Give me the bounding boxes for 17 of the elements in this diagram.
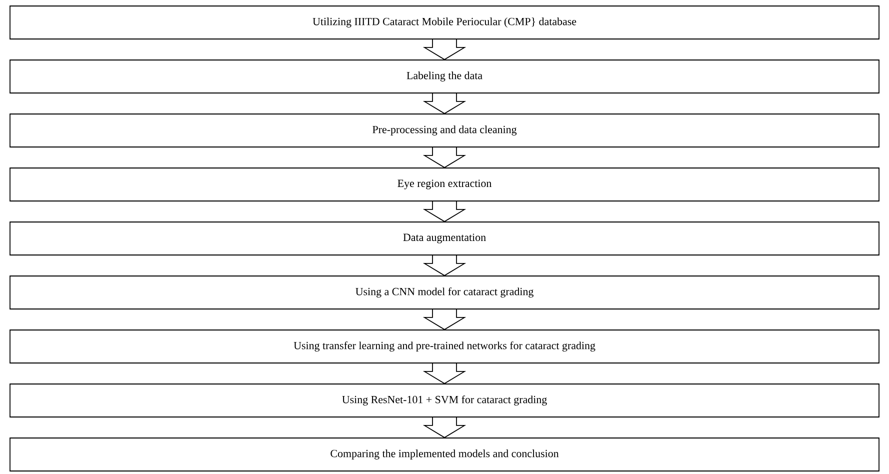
block-arrow: [422, 255, 466, 276]
block-arrow: [422, 363, 466, 384]
block-arrow: [422, 93, 466, 114]
process-box: Comparing the implemented models and conclusion: [10, 438, 880, 472]
process-box: Labeling the data: [10, 60, 880, 94]
process-box: Using a CNN model for cataract grading: [10, 276, 880, 310]
process-box: Using ResNet-101 + SVM for cataract grading: [10, 384, 880, 418]
process-box: Eye region extraction: [10, 168, 880, 202]
process-box: Utilizing IIITD Cataract Mobile Periocular (CMP} database: [10, 6, 880, 40]
process-box: Data augmentation: [10, 222, 880, 256]
block-arrow: [422, 201, 466, 222]
block-arrow: [422, 39, 466, 60]
block-arrow: [422, 417, 466, 438]
process-box: Using transfer learning and pre-trained networks for cataract grading: [10, 330, 880, 364]
block-arrow: [422, 309, 466, 330]
block-arrow: [422, 147, 466, 168]
process-box: Pre-processing and data cleaning: [10, 114, 880, 148]
